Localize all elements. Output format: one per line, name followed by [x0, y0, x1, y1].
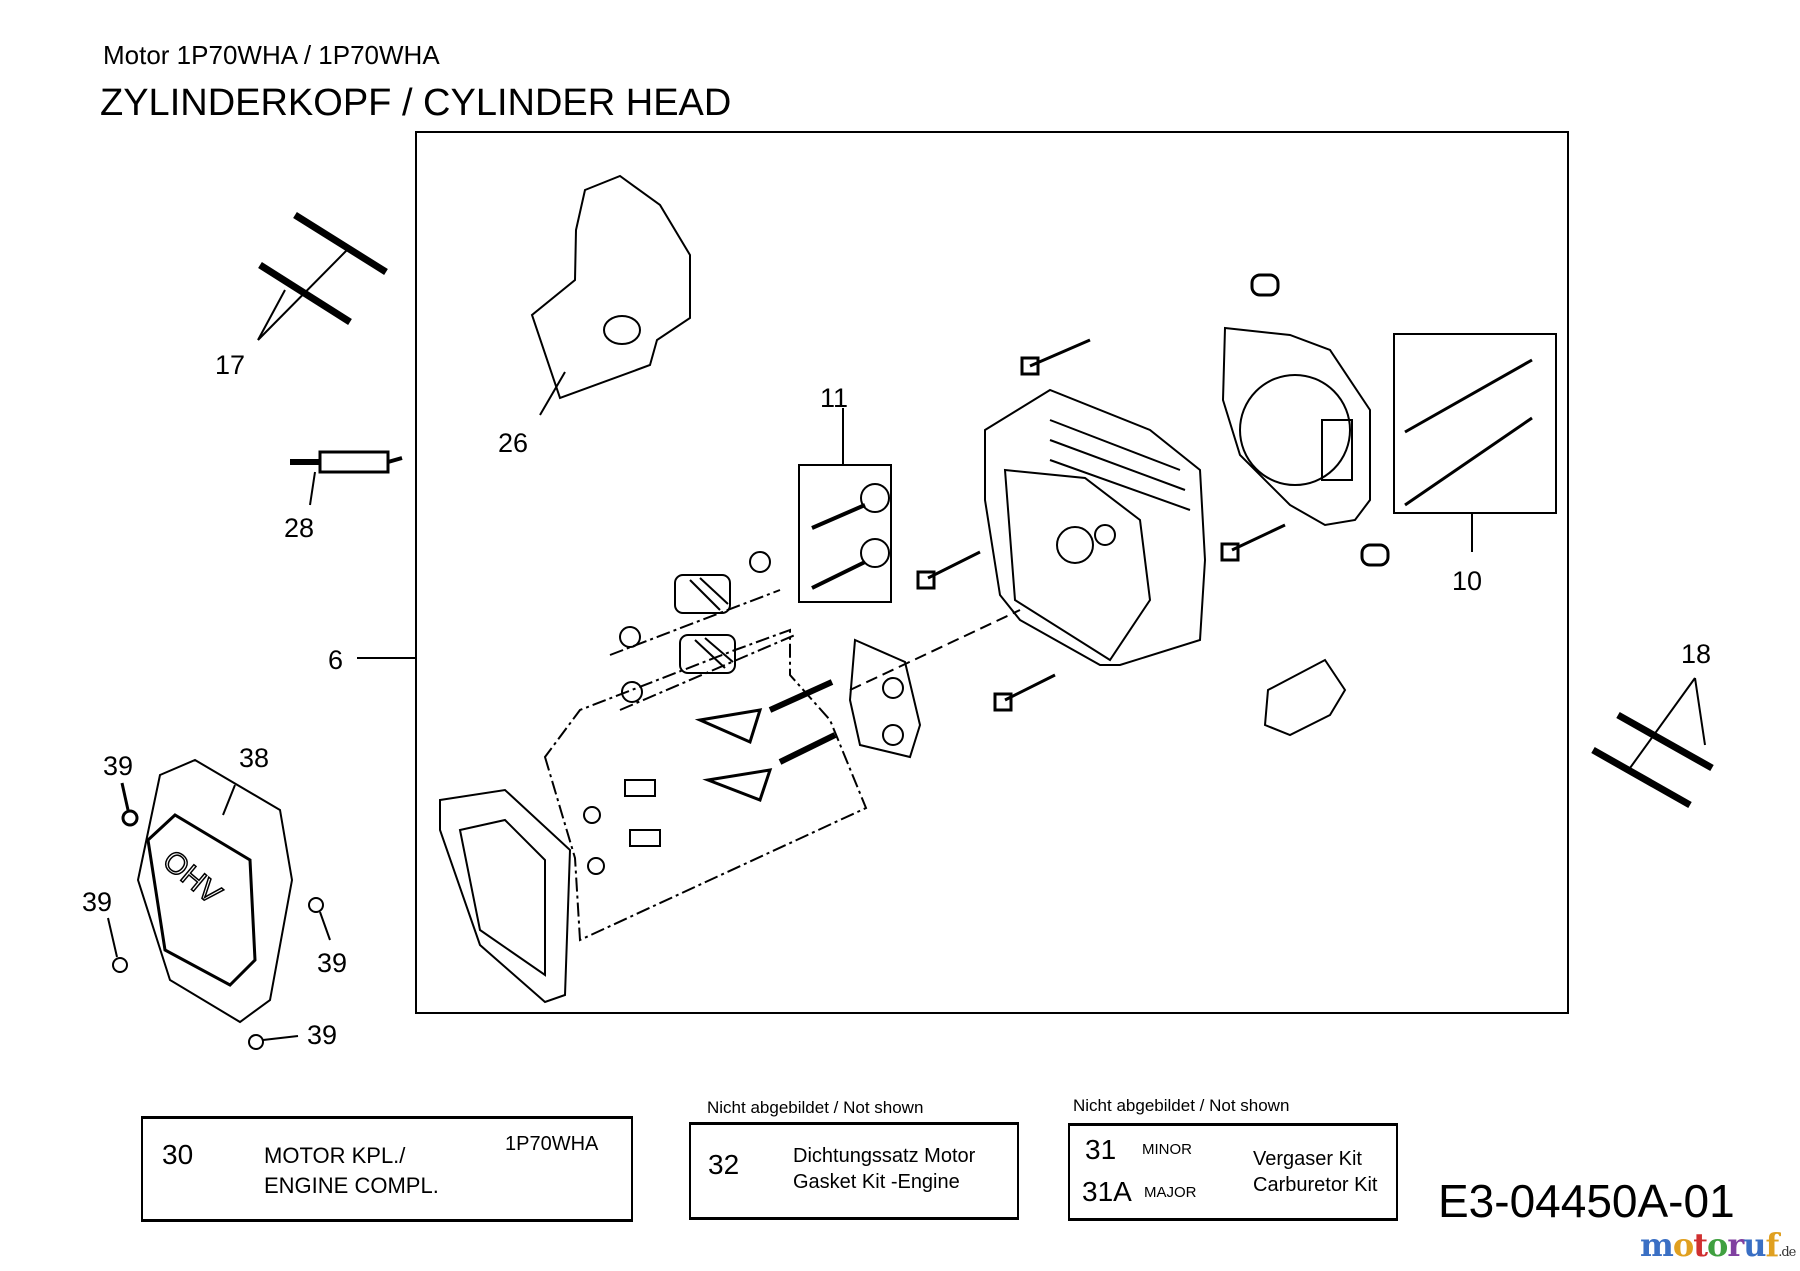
rocker-arm-assembly — [543, 589, 868, 942]
part-description: MOTOR KPL./ — [264, 1143, 406, 1168]
page-title: ZYLINDERKOPF / CYLINDER HEAD — [100, 82, 732, 124]
parts-box-carburetor: 31 MINOR 31A MAJOR Vergaser Kit Carburet… — [1068, 1123, 1398, 1221]
callout-38: 38 — [239, 743, 270, 773]
not-shown-note: Nicht abgebildet / Not shown — [1073, 1096, 1290, 1115]
callout-39: 39 — [103, 751, 134, 781]
diagram-code: E3-04450A-01 — [1438, 1175, 1735, 1227]
engine-model: 1P70WHA — [505, 1133, 599, 1155]
valve-springs — [619, 551, 771, 703]
part-description: Dichtungssatz Motor — [793, 1145, 976, 1167]
kit-type: MAJOR — [1144, 1184, 1197, 1201]
callout-17: 17 — [215, 350, 246, 380]
heat-shield-26 — [530, 174, 691, 416]
motoruf-logo: motoruf.de — [1640, 1226, 1796, 1264]
stud-bolts-18 — [1591, 677, 1714, 809]
rocker-arms — [583, 679, 837, 875]
bolt-39 — [107, 917, 128, 973]
callout-39: 39 — [82, 887, 113, 917]
part-number: 32 — [708, 1149, 740, 1180]
callout-26: 26 — [498, 428, 529, 458]
head-bolts — [916, 273, 1390, 712]
callout-6: 6 — [328, 645, 344, 675]
valves-11 — [798, 408, 892, 603]
parts-box-engine: 30 MOTOR KPL./ ENGINE COMPL. 1P70WHA — [141, 1116, 633, 1222]
spark-plug-28 — [290, 450, 403, 506]
parts-box-gasket: 32 Dichtungssatz Motor Gasket Kit -Engin… — [689, 1122, 1019, 1220]
callout-39: 39 — [307, 1020, 338, 1050]
pushrods-10 — [1393, 333, 1557, 552]
not-shown-note: Nicht abgebildet / Not shown — [707, 1098, 924, 1117]
stud-bolts-17 — [257, 212, 388, 341]
callout-11: 11 — [820, 383, 849, 413]
assembly-axis — [849, 609, 1021, 691]
valve-cover-text: OHV — [156, 844, 227, 911]
part-number: 31A — [1082, 1176, 1132, 1207]
head-gasket — [1221, 326, 1371, 527]
engine-model-subtitle: Motor 1P70WHA / 1P70WHA — [103, 40, 440, 70]
part-number: 30 — [162, 1139, 194, 1170]
assembly-frame — [415, 131, 1569, 1014]
callout-28: 28 — [284, 513, 315, 543]
rocker-cover-gasket — [439, 788, 572, 1004]
part-number: 31 — [1085, 1134, 1117, 1165]
callout-39: 39 — [317, 948, 348, 978]
kit-type: MINOR — [1142, 1141, 1192, 1158]
bolt-39 — [308, 897, 331, 941]
part-description: Vergaser Kit — [1253, 1148, 1362, 1170]
cylinder-head — [984, 388, 1207, 666]
rocker-plate — [848, 638, 922, 759]
valve-cover-38 — [107, 758, 331, 1050]
part-description: Gasket Kit -Engine — [793, 1171, 960, 1193]
part-description: Carburetor Kit — [1253, 1174, 1378, 1196]
exhaust-gasket — [1263, 658, 1347, 737]
callout-10: 10 — [1452, 566, 1483, 596]
bolt-39 — [248, 1034, 299, 1050]
bolt-39 — [120, 782, 139, 827]
callout-18: 18 — [1681, 639, 1712, 669]
part-description: ENGINE COMPL. — [264, 1173, 439, 1198]
